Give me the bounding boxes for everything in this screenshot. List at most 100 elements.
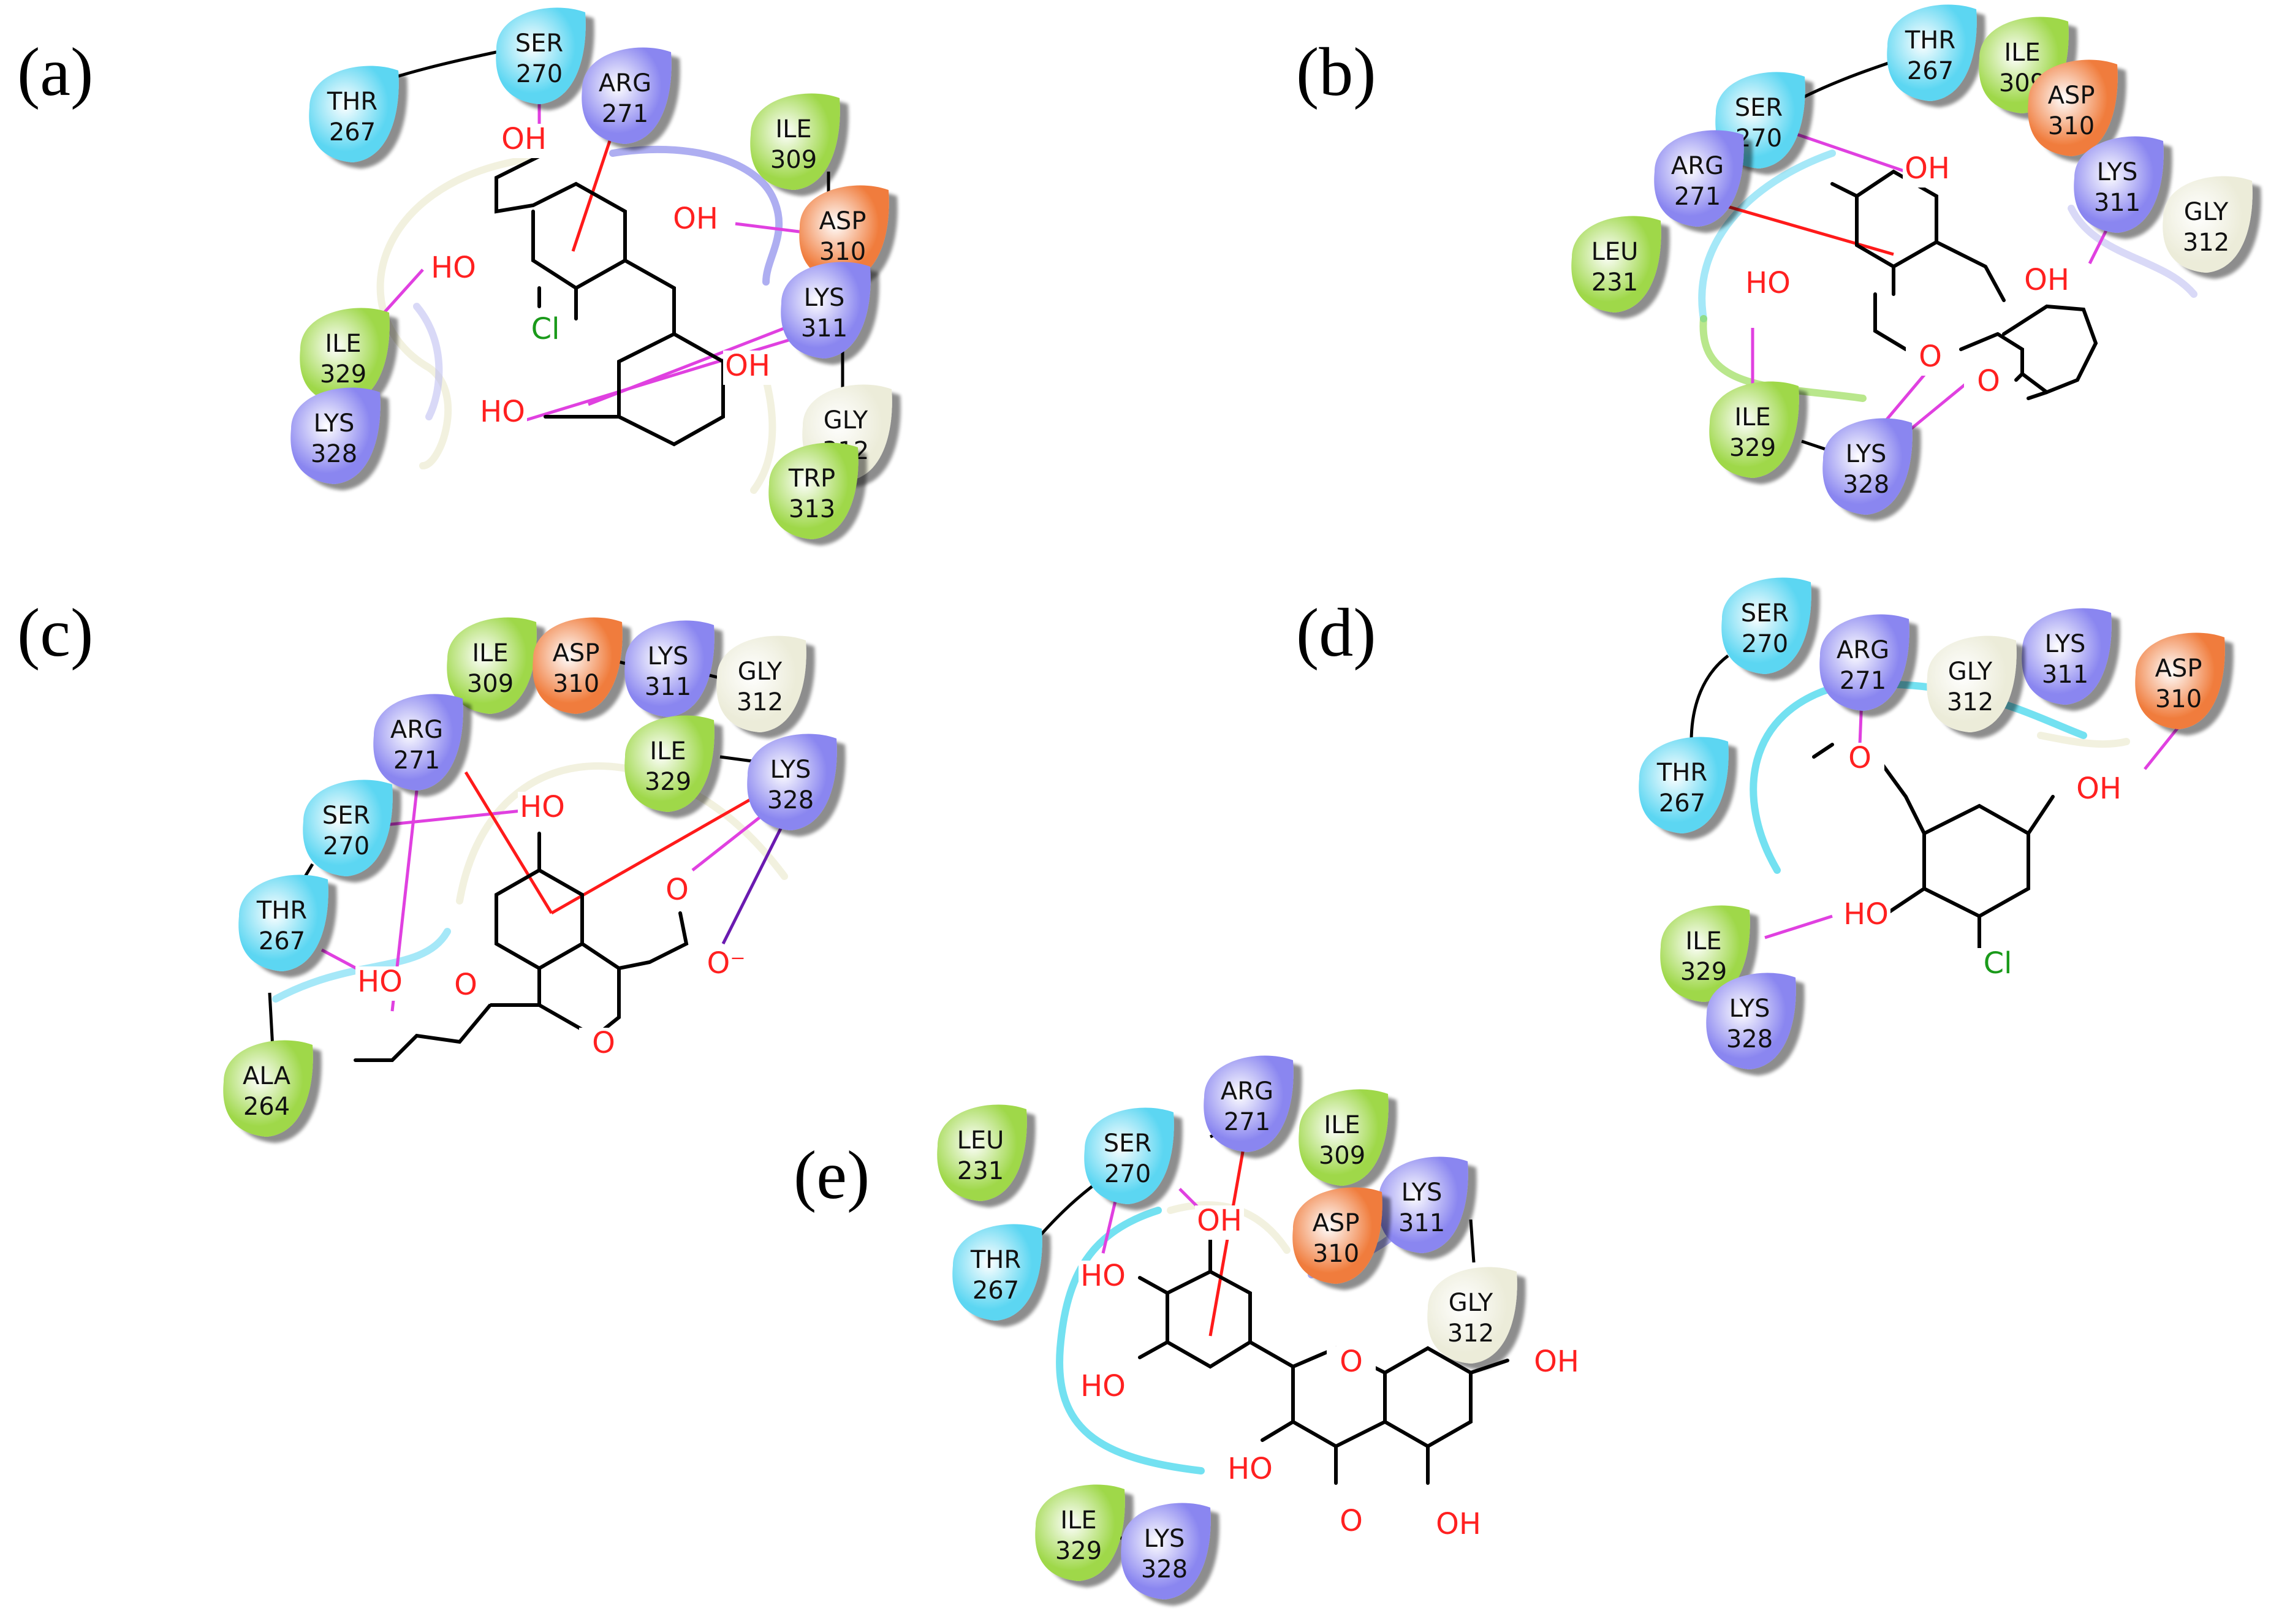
residue-bubble xyxy=(1035,1484,1125,1581)
atom-label-c: HO xyxy=(520,790,565,824)
atom-label-background xyxy=(723,351,772,385)
residue-number: 271 xyxy=(1224,1108,1270,1136)
residue-name: THR xyxy=(1656,759,1707,787)
atom-label-background xyxy=(518,792,567,826)
residue-bubble xyxy=(1887,4,1977,101)
residue-number: 311 xyxy=(2094,189,2141,217)
atom-label-a: OH xyxy=(673,202,718,236)
residue-name: LYS xyxy=(770,756,811,784)
residue-bubble xyxy=(2074,136,2164,233)
atom-label-background xyxy=(2022,265,2071,299)
atom-label-background xyxy=(1841,899,1890,933)
atom-label-c: O⁻ xyxy=(707,946,745,981)
residue-name: ASP xyxy=(553,639,600,667)
atom-label-a: HO xyxy=(480,395,525,429)
residue-name: GLY xyxy=(824,406,868,434)
atom-label-background xyxy=(1327,1506,1376,1540)
panel-label-a: (a) xyxy=(17,34,93,110)
residue-name: ARG xyxy=(1221,1077,1273,1106)
residue-bubble xyxy=(1660,905,1750,1002)
residue-number: 329 xyxy=(320,360,366,389)
residue-number: 267 xyxy=(973,1277,1019,1305)
atom-label-background xyxy=(1434,1509,1483,1543)
atom-label-d: O xyxy=(1848,741,1871,775)
residue-bubble xyxy=(768,442,859,539)
atom-label-background xyxy=(429,252,478,287)
residue-number: 311 xyxy=(645,673,691,701)
atom-label-background xyxy=(1532,1346,1581,1381)
residue-number: 264 xyxy=(243,1093,290,1121)
residue-number: 267 xyxy=(259,927,305,955)
residue-name: ILE xyxy=(1060,1506,1096,1535)
residue-name: SER xyxy=(1741,599,1789,628)
residue-number: 311 xyxy=(1398,1209,1445,1237)
residue-number: 329 xyxy=(645,768,691,796)
atom-label-e: OH xyxy=(1534,1345,1579,1379)
atom-label-background xyxy=(499,124,548,158)
residue-number: 231 xyxy=(1591,268,1638,297)
residue-name: ASP xyxy=(2155,655,2202,683)
atom-label-e: O xyxy=(1340,1504,1363,1538)
residue-bubble xyxy=(2163,176,2253,273)
residue-name: LYS xyxy=(1401,1178,1443,1207)
residue-bubble xyxy=(624,715,715,812)
residue-number: 329 xyxy=(1729,434,1776,462)
residue-name: LYS xyxy=(1144,1525,1185,1553)
atom-label-background xyxy=(1079,1261,1128,1295)
atom-label-background xyxy=(1195,1205,1244,1240)
residue-name: GLY xyxy=(1449,1289,1493,1317)
residue-number: 310 xyxy=(819,238,866,266)
atom-label-background xyxy=(1079,1371,1128,1405)
residue-bubble xyxy=(781,262,871,359)
atom-label-c: O xyxy=(592,1026,615,1060)
residue-bubble xyxy=(2022,608,2112,705)
residue-bubble xyxy=(496,7,586,104)
atom-label-d: HO xyxy=(1843,897,1889,932)
residue-name: TRP xyxy=(788,465,835,493)
residue-name: SER xyxy=(1735,94,1783,122)
residue-number: 311 xyxy=(2042,661,2088,689)
residue-bubble xyxy=(624,620,715,717)
panel-a xyxy=(352,50,851,494)
atom-label-a: OH xyxy=(501,122,547,156)
residue-number: 328 xyxy=(767,786,814,814)
residue-bubble xyxy=(373,694,463,791)
atom-label-c: O xyxy=(665,873,689,907)
atom-label-b: OH xyxy=(2024,263,2069,297)
residue-name: ASP xyxy=(1313,1209,1360,1237)
residue-name: LYS xyxy=(804,284,845,312)
residue-number: 270 xyxy=(323,832,370,860)
residue-name: ILE xyxy=(650,737,686,765)
residue-name: LYS xyxy=(1729,995,1770,1023)
residue-bubble xyxy=(303,780,393,876)
residue-number: 309 xyxy=(467,670,514,698)
residue-bubble xyxy=(2028,59,2118,156)
residue-bubble xyxy=(952,1224,1042,1321)
atom-label-background xyxy=(1226,1454,1275,1488)
residue-name: GLY xyxy=(1948,658,1993,686)
residue-name: ASP xyxy=(819,207,866,235)
